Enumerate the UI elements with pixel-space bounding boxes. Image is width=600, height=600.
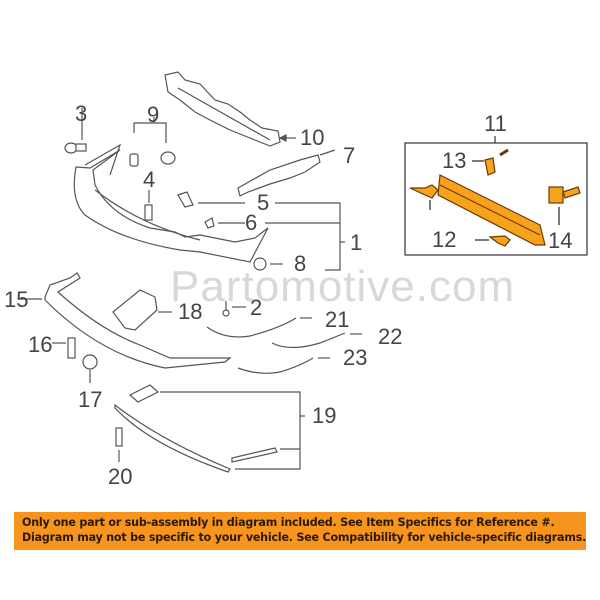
part-18-bracket bbox=[112, 289, 172, 331]
callout-17: 17 bbox=[78, 387, 103, 412]
callout-5: 5 bbox=[257, 190, 270, 215]
callout-22: 22 bbox=[378, 324, 403, 349]
part-19-spoiler bbox=[114, 384, 305, 473]
part-9-clips bbox=[129, 117, 176, 167]
part-8-nut bbox=[253, 257, 283, 271]
part-15-lower-valance bbox=[20, 272, 232, 369]
callout-2: 2 bbox=[250, 295, 263, 320]
watermark: Partomotive.com bbox=[170, 262, 516, 311]
part-7-side-bracket bbox=[237, 149, 336, 197]
part-1-bumper-cover bbox=[73, 143, 269, 263]
callout-12: 12 bbox=[432, 227, 457, 252]
callout-6: 6 bbox=[245, 210, 258, 235]
disclaimer-banner: Only one part or sub-assembly in diagram… bbox=[14, 512, 586, 550]
callout-1: 1 bbox=[350, 230, 363, 255]
part-21-23-moldings bbox=[206, 317, 362, 374]
callout-23: 23 bbox=[343, 345, 368, 370]
callout-21: 21 bbox=[325, 307, 350, 332]
callout-15: 15 bbox=[4, 287, 29, 312]
part-16-17-fasteners bbox=[52, 337, 98, 383]
part-5-6-brackets bbox=[177, 191, 345, 271]
callout-8: 8 bbox=[294, 251, 307, 276]
disclaimer-line-1: Only one part or sub-assembly in diagram… bbox=[22, 516, 555, 529]
callout-10: 10 bbox=[300, 125, 325, 150]
callout-18: 18 bbox=[178, 299, 203, 324]
callout-13: 13 bbox=[442, 148, 467, 173]
disclaimer-line-2: Diagram may not be specific to your vehi… bbox=[22, 531, 587, 544]
callout-9: 9 bbox=[147, 102, 160, 127]
callout-14: 14 bbox=[548, 228, 573, 253]
part-3-screw bbox=[64, 108, 87, 154]
callout-16: 16 bbox=[28, 332, 53, 357]
part-11-assembly-box bbox=[404, 136, 588, 256]
part-10-energy-absorber bbox=[164, 71, 296, 147]
callout-20: 20 bbox=[108, 464, 133, 489]
callout-19: 19 bbox=[312, 403, 337, 428]
part-20-bolt bbox=[115, 427, 123, 462]
callout-4: 4 bbox=[143, 167, 156, 192]
part-4-bolt bbox=[144, 190, 153, 221]
part-2-clip bbox=[222, 301, 246, 317]
callout-7: 7 bbox=[343, 143, 356, 168]
callout-11: 11 bbox=[484, 111, 507, 136]
callout-3: 3 bbox=[75, 101, 88, 126]
